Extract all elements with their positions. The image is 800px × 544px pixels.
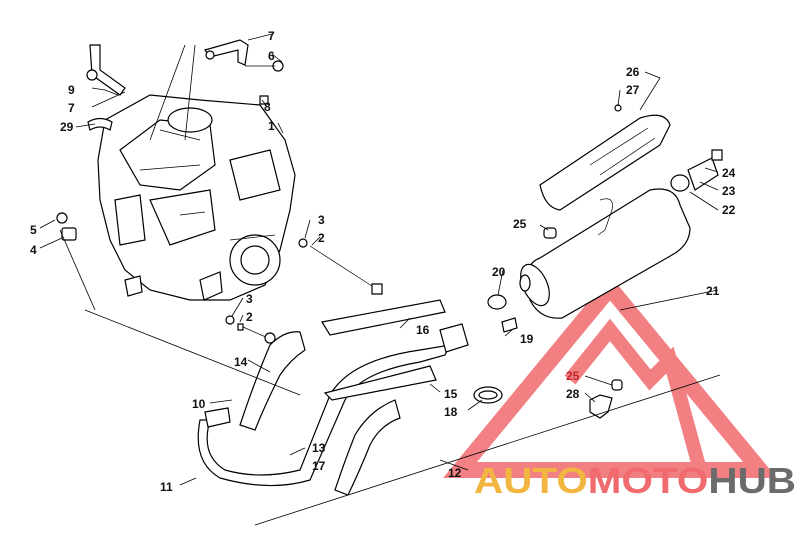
callout-24: 24 [722, 166, 736, 180]
tailpipe-parts [670, 149, 723, 192]
callout-16: 16 [416, 323, 430, 337]
callout-1: 1 [268, 119, 275, 133]
leader-lines [39, 33, 721, 526]
callout-14: 14 [234, 355, 248, 369]
gasket-20 [487, 294, 507, 310]
watermark-triangle [443, 275, 777, 478]
callout-10: 10 [192, 397, 206, 411]
heat-shield-16 [321, 299, 446, 336]
callout-29: 29 [60, 120, 74, 134]
callout-4: 4 [30, 243, 37, 257]
callout-22: 22 [722, 203, 736, 217]
callout-7b: 7 [68, 101, 75, 115]
callout-19: 19 [520, 332, 534, 346]
callout-13: 13 [312, 441, 326, 455]
callout-6: 6 [268, 49, 275, 63]
fasteners-left [56, 60, 284, 241]
watermark-auto: AUTO [474, 460, 588, 501]
callout-2b: 2 [246, 310, 253, 324]
callout-25b: 25 [566, 369, 580, 383]
muffler-21 [519, 188, 691, 319]
callout-2a: 2 [318, 231, 325, 245]
callout-27: 27 [626, 83, 640, 97]
grommet-25a [543, 227, 557, 239]
callout-5: 5 [30, 223, 37, 237]
muffler-shield-26 [539, 104, 671, 211]
watermark-hub: HUB [708, 460, 796, 501]
spring-19 [501, 317, 518, 333]
watermark-moto: MOTO [588, 460, 709, 501]
header-pipe [197, 323, 469, 487]
callout-9: 9 [68, 83, 75, 97]
callout-28: 28 [566, 387, 580, 401]
clamp-18 [473, 386, 503, 404]
heat-shield-13 [334, 399, 401, 496]
heat-shield-14 [239, 331, 306, 431]
callout-3b: 3 [246, 292, 253, 306]
heat-shield-15 [323, 365, 437, 401]
callout-3a: 3 [318, 213, 325, 227]
callout-25a: 25 [513, 217, 527, 231]
callout-18: 18 [444, 405, 458, 419]
callout-26: 26 [626, 65, 640, 79]
callout-8: 8 [264, 100, 271, 114]
engine-mount-brackets [86, 39, 249, 96]
callout-11: 11 [160, 480, 173, 494]
mount-bolts [225, 238, 383, 344]
engine-assembly [97, 94, 296, 301]
callout-21: 21 [706, 284, 720, 298]
callout-7a: 7 [268, 29, 275, 43]
callout-23: 23 [722, 184, 736, 198]
callout-12: 12 [448, 466, 462, 480]
callout-15: 15 [444, 387, 458, 401]
callout-labels: 7 6 9 7 8 1 29 5 4 3 2 3 2 14 16 10 11 1… [30, 29, 736, 494]
bracket-28 [589, 379, 623, 419]
callout-17: 17 [312, 459, 326, 473]
callout-20: 20 [492, 265, 506, 279]
